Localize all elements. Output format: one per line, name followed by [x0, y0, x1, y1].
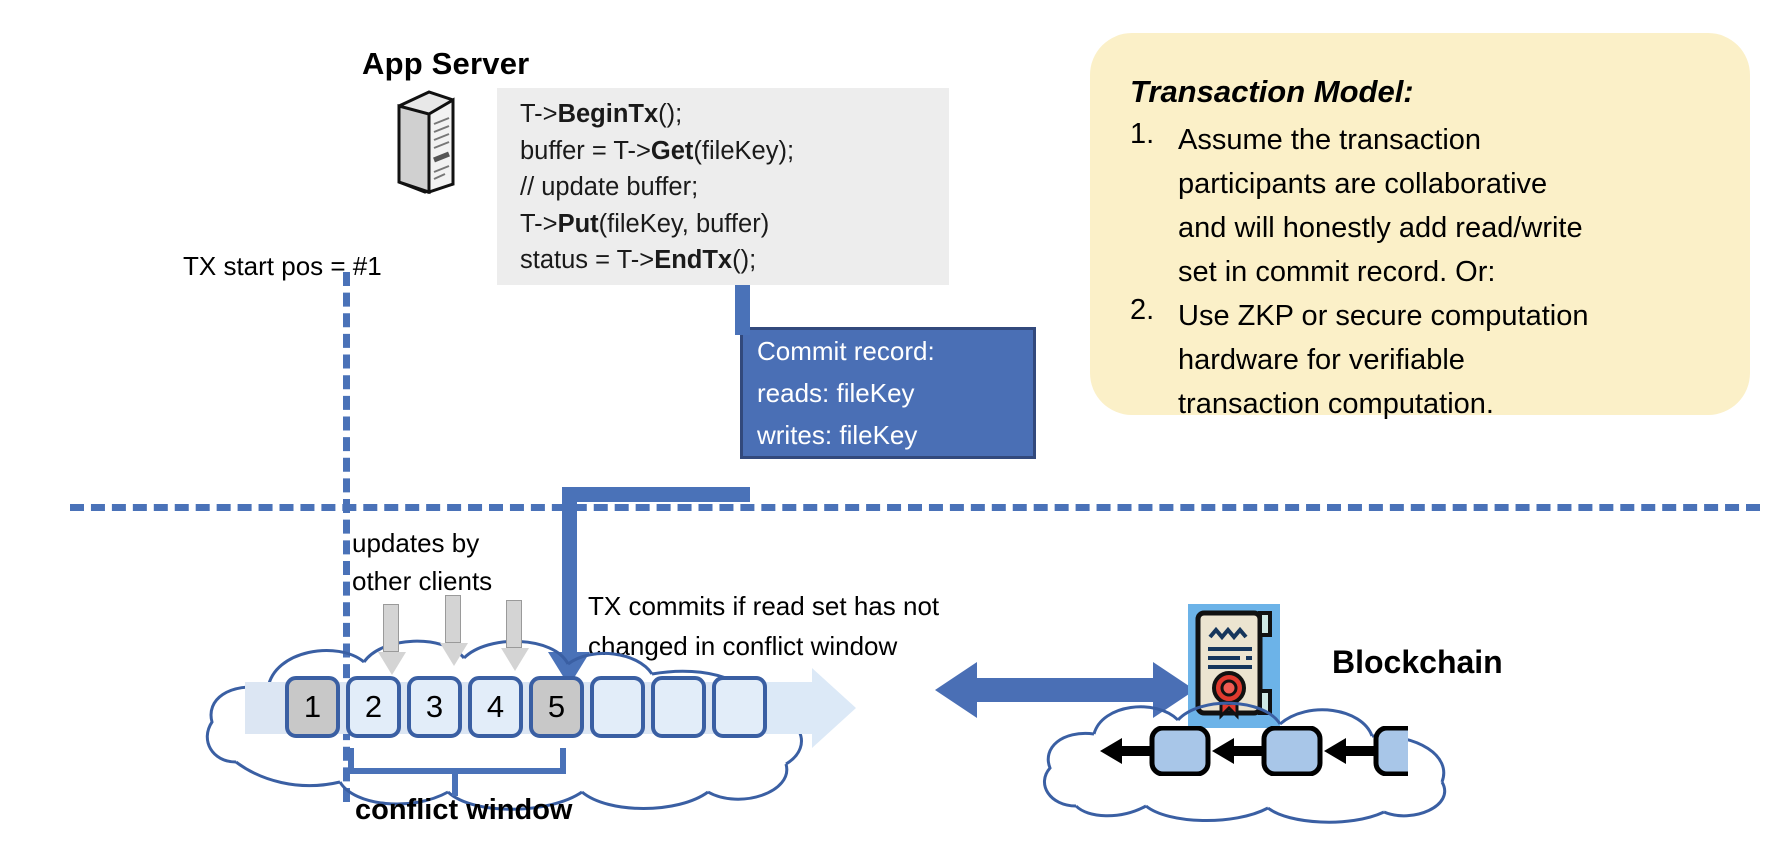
commit-record-writes: writes: fileKey: [757, 420, 918, 450]
update-arrow-1-shaft: [383, 604, 399, 652]
log-slot-2[interactable]: 2: [346, 676, 401, 738]
tx-commits-caption-line-1: TX commits if read set has not: [588, 591, 940, 621]
code-line-5-keyword: EndTx: [654, 246, 733, 274]
code-line-4: T->Put(fileKey, buffer): [520, 206, 950, 243]
server-tower-icon: [395, 88, 457, 196]
code-line-2-post: (fileKey);: [693, 136, 795, 165]
updates-by-other-clients-caption: updates by other clients: [352, 524, 492, 600]
code-line-2-keyword: Get: [650, 136, 694, 165]
transaction-model-item-1-text: Assume the transaction participants are c…: [1178, 118, 1583, 294]
update-arrow-2-shaft: [445, 595, 461, 643]
transaction-model-item-1-line-2: participants are collaborative: [1178, 168, 1548, 200]
commit-record-box: [740, 327, 1036, 459]
log-slot-5[interactable]: 5: [529, 676, 584, 738]
code-line-1: T->BeginTx();: [520, 96, 950, 133]
update-arrow-3: [501, 600, 529, 671]
transaction-model-item-2-number: 2.: [1130, 294, 1155, 326]
conflict-window-brace-stem: [452, 774, 458, 796]
blockchain-label: Blockchain: [1332, 644, 1503, 680]
log-slot-7[interactable]: [651, 676, 706, 738]
transaction-model-item-2-line-2: hardware for verifiable: [1178, 344, 1465, 376]
log-slot-3[interactable]: 3: [407, 676, 462, 738]
update-arrow-3-head: [501, 648, 529, 671]
conflict-window-brace: [348, 748, 566, 774]
code-line-3-pre: // update buffer;: [520, 173, 699, 201]
transaction-model-item-1-line-1: Assume the transaction: [1178, 124, 1482, 156]
transaction-model-item-2-text: Use ZKP or secure computation hardware fo…: [1178, 294, 1589, 426]
transaction-model-item-2-line-3: transaction computation.: [1178, 388, 1494, 420]
log-continues-arrow: [760, 668, 858, 748]
commit-record-title: Commit record:: [757, 336, 935, 366]
update-arrow-1-head: [378, 652, 406, 675]
commit-record-reads: reads: fileKey: [757, 378, 915, 408]
transaction-model-item-1-line-3: and will honestly add read/write: [1178, 212, 1583, 244]
updates-caption-line-2: other clients: [352, 566, 493, 596]
transaction-model-title: Transaction Model:: [1130, 74, 1414, 109]
transaction-model-item-1-number: 1.: [1130, 118, 1155, 150]
tx-commits-caption-line-2: changed in conflict window: [588, 631, 898, 661]
code-line-5-post: ();: [732, 246, 757, 274]
code-snippet-lines: T->BeginTx();buffer = T->Get(fileKey);//…: [520, 96, 950, 279]
code-line-3: // update buffer;: [520, 169, 950, 206]
code-line-2-pre: buffer = T->: [520, 136, 651, 165]
update-arrow-2: [440, 595, 468, 666]
code-line-5: status = T->EndTx();: [520, 242, 950, 279]
commit-arrow-stub: [735, 285, 750, 335]
log-slot-1[interactable]: 1: [285, 676, 340, 738]
commit-record-lines: Commit record: reads: fileKey writes: fi…: [757, 330, 1047, 456]
transaction-model-callout: [1090, 33, 1750, 415]
update-arrow-2-head: [440, 643, 468, 666]
code-line-1-pre: T->: [520, 100, 558, 128]
code-snippet-box: [497, 88, 949, 285]
update-arrow-1: [378, 604, 406, 675]
transaction-model-item-2-line-1: Use ZKP or secure computation: [1178, 300, 1589, 332]
code-line-1-post: ();: [658, 100, 683, 128]
tx-start-vertical-dashed-line: [343, 272, 350, 802]
code-line-4-keyword: Put: [557, 209, 599, 238]
tx-commits-caption: TX commits if read set has not changed i…: [588, 586, 939, 666]
code-line-4-post: (fileKey, buffer): [598, 209, 770, 238]
commit-arrow-vertical: [562, 487, 577, 662]
blockchain-sync-double-arrow: [935, 660, 1195, 720]
app-server-title: App Server: [362, 46, 530, 81]
layer-separator-dashed-line: [70, 504, 1760, 511]
updates-caption-line-1: updates by: [352, 528, 480, 558]
log-slot-6[interactable]: [590, 676, 645, 738]
code-line-2: buffer = T->Get(fileKey);: [520, 133, 950, 170]
tx-start-pos-label: TX start pos = #1: [183, 251, 382, 281]
conflict-window-label: conflict window: [355, 794, 573, 826]
log-slot-8[interactable]: [712, 676, 767, 738]
code-line-4-pre: T->: [520, 209, 558, 238]
commit-arrow-horizontal: [562, 487, 750, 502]
blockchain-block-chain: [1100, 726, 1408, 776]
update-arrow-3-shaft: [506, 600, 522, 648]
code-line-1-keyword: BeginTx: [557, 100, 659, 128]
transaction-model-item-1-line-4: set in commit record. Or:: [1178, 256, 1496, 288]
log-slot-4[interactable]: 4: [468, 676, 523, 738]
code-line-5-pre: status = T->: [520, 246, 655, 274]
